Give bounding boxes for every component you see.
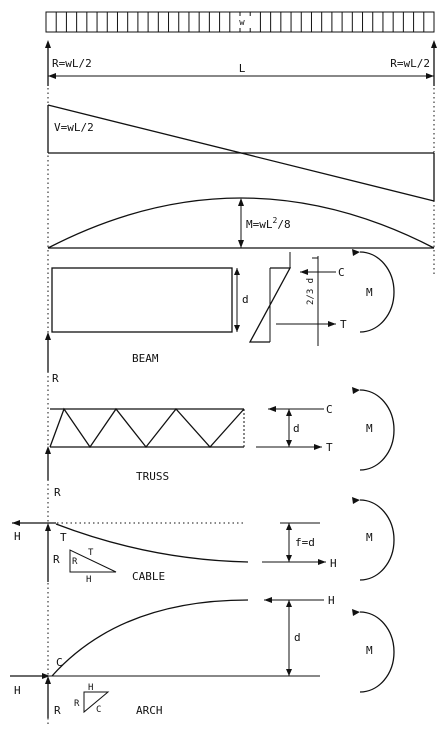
moment-label-main: M=wL xyxy=(246,218,273,231)
cable-triangle-h: H xyxy=(86,575,91,585)
truss-compression-label: C xyxy=(326,403,333,416)
arch-section: H d H C R H R C ARCH M xyxy=(10,594,395,718)
beam-compression-label: C xyxy=(338,266,345,279)
truss-reaction-label: R xyxy=(54,486,61,499)
cable-sag-label: f=d xyxy=(295,536,315,549)
arch-moment-label: M xyxy=(366,644,373,657)
reaction-left-label: R=wL/2 xyxy=(52,57,92,70)
cable-horizontal-label: H xyxy=(330,557,337,570)
reaction-right-label: R=wL/2 xyxy=(390,57,430,70)
moment-diagram: M=wL2/8 xyxy=(47,197,435,249)
cable-section: H T R R T H CABLE H f=d M xyxy=(12,497,395,585)
arch-reaction-label: R xyxy=(54,704,61,717)
truss-moment-label: M xyxy=(366,422,373,435)
beam-moment-label: M xyxy=(366,286,373,299)
cable-moment-label: M xyxy=(366,531,373,544)
beam-section: d C T 2/3 d R BEAM M xyxy=(45,249,395,385)
arch-triangle-c: C xyxy=(96,705,101,715)
shear-label: V=wL/2 xyxy=(54,121,94,134)
span-label: L xyxy=(239,62,246,75)
beam-title: BEAM xyxy=(132,352,159,365)
arch-horizontal-label: H xyxy=(328,594,335,607)
arch-compression-label: C xyxy=(56,656,63,669)
beam-lever-label: 2/3 d xyxy=(306,278,316,305)
beam-depth-label: d xyxy=(242,293,249,306)
cable-tension-label: T xyxy=(60,531,67,544)
cable-reaction-label: R xyxy=(53,553,60,566)
moment-label-tail: /8 xyxy=(277,218,290,231)
beam-tension-label: T xyxy=(340,318,347,331)
truss-depth-label: d xyxy=(293,422,300,435)
truss-title: TRUSS xyxy=(136,470,169,483)
shear-diagram: V=wL/2 xyxy=(47,104,435,202)
arch-triangle-r: R xyxy=(74,699,80,709)
arch-left-horizontal-label: H xyxy=(14,684,21,697)
truss-section: C T d R TRUSS M xyxy=(45,387,395,499)
arch-depth-label: d xyxy=(294,631,301,644)
moment-label-sup: 2 xyxy=(273,216,278,225)
truss-tension-label: T xyxy=(326,441,333,454)
arch-triangle-h: H xyxy=(88,683,93,693)
beam-reaction-label: R xyxy=(52,372,59,385)
load-label: w xyxy=(239,18,245,28)
cable-title: CABLE xyxy=(132,570,165,583)
cable-left-horizontal-label: H xyxy=(14,530,21,543)
span-dimension: L R=wL/2 R=wL/2 xyxy=(45,40,437,86)
moment-label: M=wL2/8 xyxy=(246,216,291,231)
cable-triangle-t: T xyxy=(88,548,94,558)
uniform-load-bar: w xyxy=(45,11,435,33)
arch-title: ARCH xyxy=(136,704,163,717)
cable-triangle-r: R xyxy=(72,557,78,567)
